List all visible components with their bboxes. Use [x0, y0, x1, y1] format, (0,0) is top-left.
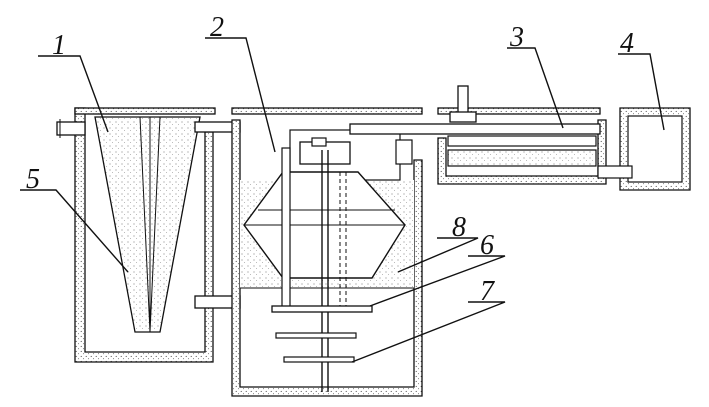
callout-6: 6	[480, 230, 494, 261]
upper-impeller	[271, 305, 373, 313]
pipe-filter	[349, 85, 607, 185]
callout-5: 5	[26, 164, 40, 195]
callout-2: 2	[210, 12, 224, 43]
callout-7: 7	[480, 276, 495, 307]
callout-8: 8	[452, 212, 466, 243]
cone-funnel	[94, 116, 201, 333]
lower-impeller	[275, 332, 357, 363]
collection-tank	[597, 107, 691, 191]
callout-3: 3	[509, 22, 524, 53]
mixer-shaft	[299, 137, 351, 392]
callout-labels: 1 2 3 4 5 8 6 7	[26, 12, 634, 307]
settling-tank	[56, 107, 241, 363]
leader-lines	[20, 37, 665, 363]
inlet-pipe	[56, 119, 86, 138]
callout-1: 1	[52, 30, 66, 61]
reaction-tank	[231, 107, 423, 397]
callout-4: 4	[620, 28, 634, 59]
